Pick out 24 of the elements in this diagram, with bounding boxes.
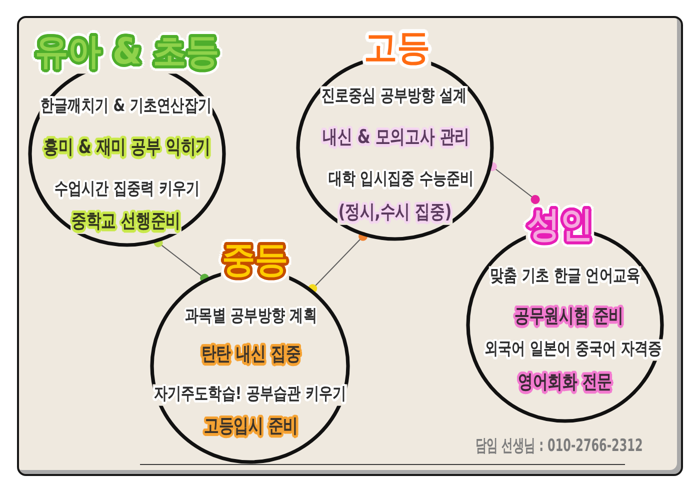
program-item: 대학 입시집중 수능준비 [328, 170, 474, 190]
highlighted-program-item: 흥미 & 재미 공부 익히기 [44, 137, 210, 159]
connector-line [488, 162, 540, 204]
highlighted-program-item: (정시,수시 집중) [338, 202, 452, 224]
highlighted-program-item: 중학교 선행준비 [72, 211, 180, 233]
highlighted-program-item: 고등입시 준비 [204, 416, 298, 438]
program-item: 맞춤 기초 한글 언어교육 [490, 267, 640, 287]
highlighted-program-item: 영어회화 전문 [518, 372, 612, 394]
stage-heading: 고등 [364, 27, 430, 69]
program-item: 외국어 일본어 중국어 자격증 [484, 340, 662, 360]
connector-line [154, 238, 210, 283]
highlighted-program-item: 탄탄 내신 집중 [201, 344, 301, 366]
contact-text: 담임 선생님 : 010-2766-2312 [475, 437, 643, 457]
program-item: 한글깨치기 & 기초연산잡기 [40, 97, 212, 117]
program-item: 진로중심 공부방향 설계 [321, 87, 467, 107]
stage-heading: 유아 & 초등 [34, 31, 220, 73]
program-item: 과목별 공부방향 계획 [185, 307, 317, 327]
stage-heading: 성인 [526, 204, 594, 246]
program-item: 자기주도학습! 공부습관 키우기 [154, 385, 346, 405]
stage-heading: 중등 [222, 239, 288, 281]
highlighted-program-item: 내신 & 모의고사 관리 [322, 127, 470, 149]
program-item: 수업시간 집중력 키우기 [54, 180, 200, 200]
connector-line [308, 232, 368, 294]
highlighted-program-item: 공무원시험 준비 [514, 306, 624, 328]
